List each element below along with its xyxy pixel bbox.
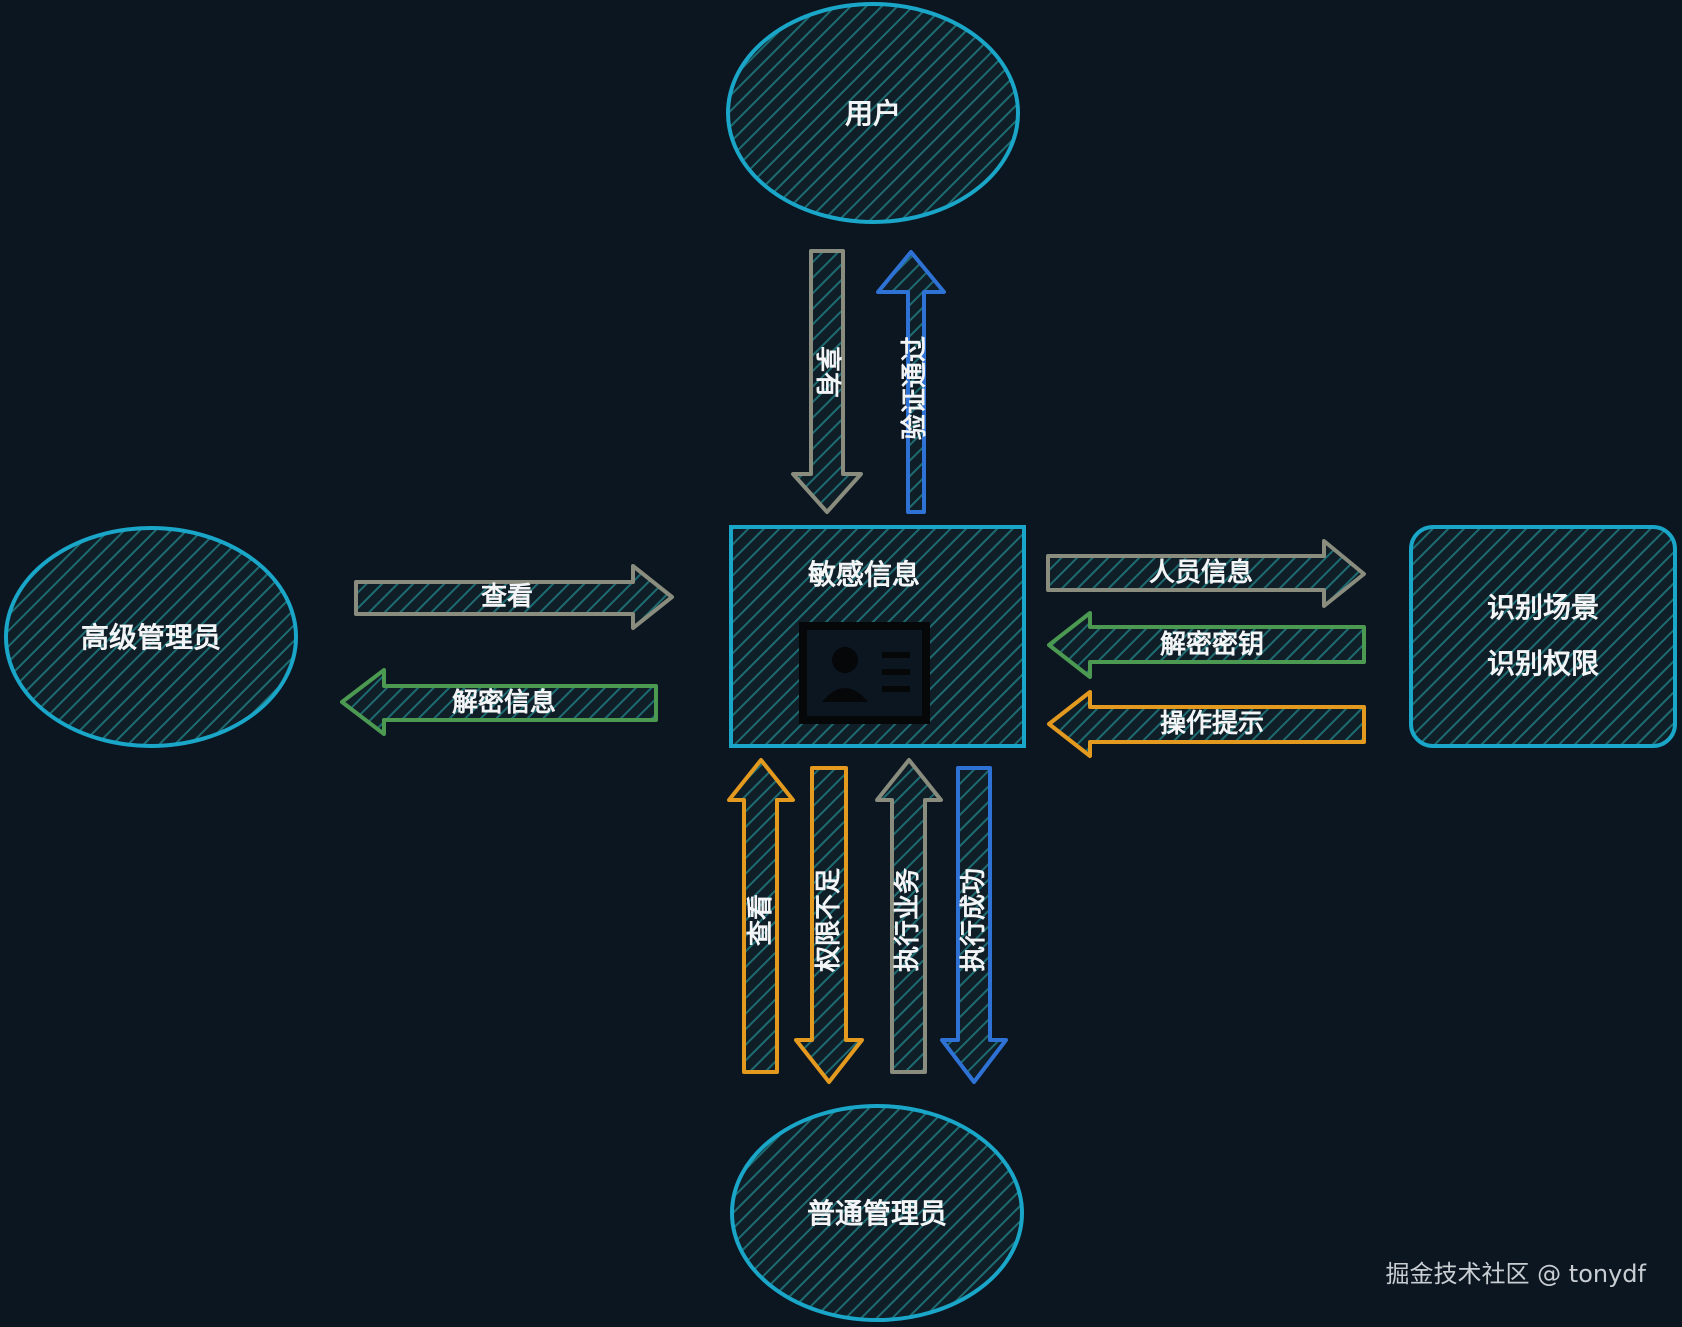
arrow-user-down-label: 享有 [812, 346, 843, 398]
arrow-user-up: 验证通过 [876, 250, 946, 514]
arrow-execute-success: 执行成功 [940, 766, 1008, 1084]
arrow-decrypt-key-label: 解密密钥 [1160, 629, 1264, 660]
arrow-op-hint-label: 操作提示 [1160, 709, 1264, 739]
arrow-regular-view: 查看 [727, 758, 795, 1074]
arrow-insufficient-label: 权限不足 [814, 868, 844, 973]
user-node: 用户 [726, 2, 1020, 224]
senior-admin-node: 高级管理员 [4, 526, 298, 748]
arrow-execute-success-label: 执行成功 [958, 868, 989, 972]
recognition-node: 识别场景 识别权限 [1409, 525, 1677, 748]
arrow-person-info-label: 人员信息 [1149, 557, 1253, 588]
recognition-permission-label: 识别权限 [1487, 647, 1599, 680]
arrow-user-up-label: 验证通过 [899, 336, 930, 440]
user-label: 用户 [845, 97, 901, 130]
arrow-regular-view-label: 查看 [746, 894, 776, 946]
id-card-icon [799, 622, 930, 724]
arrow-senior-view-label: 查看 [481, 582, 533, 612]
arrow-senior-decrypt-label: 解密信息 [452, 687, 556, 718]
sensitive-info-label: 敏感信息 [807, 558, 920, 591]
recognition-scene-label: 识别场景 [1487, 591, 1599, 624]
arrow-senior-view: 查看 [354, 564, 674, 630]
watermark: 掘金技术社区 @ tonydf [1385, 1260, 1646, 1288]
regular-admin-node: 普通管理员 [730, 1104, 1024, 1322]
arrow-person-info: 人员信息 [1046, 539, 1366, 608]
arrow-insufficient: 权限不足 [794, 766, 864, 1084]
sensitive-info-node: 敏感信息 [729, 525, 1026, 748]
arrow-execute-business: 执行业务 [875, 758, 943, 1074]
arrow-decrypt-key: 解密密钥 [1047, 611, 1366, 679]
senior-admin-label: 高级管理员 [81, 621, 221, 654]
regular-admin-label: 普通管理员 [807, 1197, 947, 1230]
arrow-execute-business-label: 执行业务 [892, 868, 923, 972]
arrow-op-hint: 操作提示 [1047, 690, 1366, 758]
arrow-user-down: 享有 [791, 249, 863, 514]
arrow-senior-decrypt: 解密信息 [340, 668, 658, 736]
